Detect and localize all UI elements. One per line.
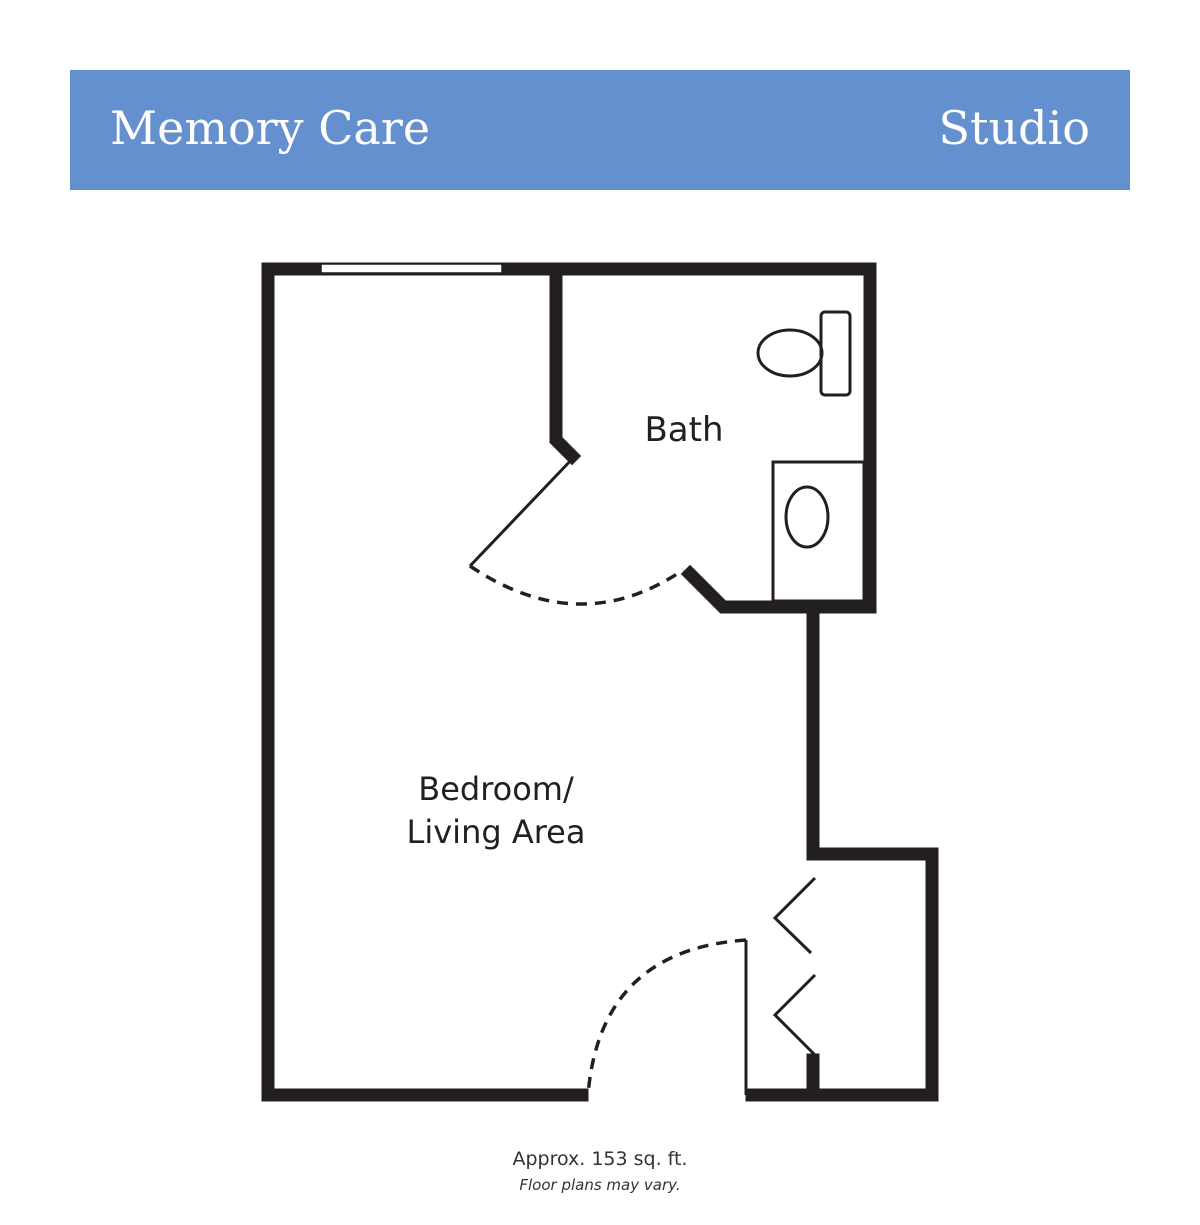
bedroom-label-line1: Bedroom/: [418, 770, 574, 808]
walls: [261, 262, 939, 1102]
vanity-sink-icon: [771, 460, 866, 603]
header-banner: Memory Care Studio: [70, 70, 1130, 190]
unit-type-title: Studio: [938, 101, 1090, 155]
bath-door: [468, 454, 684, 606]
entry-door: [586, 938, 748, 1096]
bath-label: Bath: [644, 410, 723, 450]
square-footage: Approx. 153 sq. ft.: [512, 1148, 688, 1170]
closet-bifold-doors: [772, 876, 817, 1057]
bedroom-label-line2: Living Area: [407, 813, 586, 851]
care-type-title: Memory Care: [110, 101, 431, 155]
disclaimer: Floor plans may vary.: [519, 1176, 681, 1194]
window: [320, 263, 503, 274]
toilet-icon: [756, 310, 852, 397]
